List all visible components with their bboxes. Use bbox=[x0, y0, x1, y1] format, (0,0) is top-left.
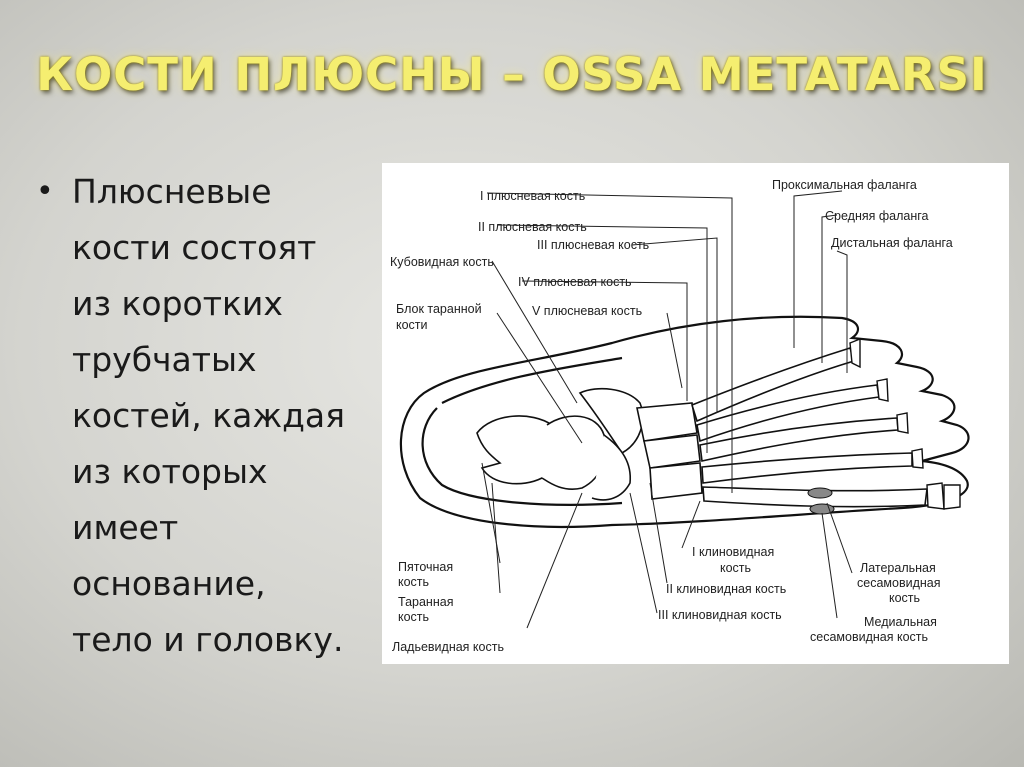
label-talus-block: Блок таранной bbox=[396, 302, 482, 316]
label-medial-sesamoid: Медиальная bbox=[864, 615, 937, 629]
label-metatarsal-2: II плюсневая кость bbox=[478, 220, 587, 234]
bullet-line: имеет bbox=[72, 508, 179, 547]
label-cuboid: Кубовидная кость bbox=[390, 255, 494, 269]
label-cuneiform-2: II клиновидная кость bbox=[666, 582, 786, 596]
bullet-marker: • bbox=[36, 174, 54, 209]
label-metatarsal-1: I плюсневая кость bbox=[480, 189, 585, 203]
label-talus: кость bbox=[398, 610, 429, 624]
bullet-line: из которых bbox=[72, 452, 268, 491]
label-distal-phalanx: Дистальная фаланга bbox=[831, 236, 953, 250]
bullet-line: костей, каждая bbox=[72, 396, 345, 435]
label-navicular: Ладьевидная кость bbox=[392, 640, 504, 654]
bullet-line: кости состоят bbox=[72, 228, 317, 267]
bullet-line: тело и головку. bbox=[72, 620, 344, 659]
label-talus-block: кости bbox=[396, 318, 428, 332]
phalanges bbox=[849, 337, 961, 510]
label-proximal-phalanx: Проксимальная фаланга bbox=[772, 178, 917, 192]
bullet-line: из коротких bbox=[72, 284, 283, 323]
label-cuneiform-1: кость bbox=[720, 561, 751, 575]
label-middle-phalanx: Средняя фаланга bbox=[825, 209, 929, 223]
label-cuneiform-3: III клиновидная кость bbox=[658, 608, 782, 622]
label-calcaneus: Пяточная bbox=[398, 560, 453, 574]
tarsal-bones bbox=[476, 387, 703, 501]
label-lateral-sesamoid: кость bbox=[889, 591, 920, 605]
foot-outline bbox=[399, 315, 970, 528]
bullet-line: Плюсневые bbox=[72, 172, 272, 211]
leader-lines bbox=[481, 190, 853, 629]
slide-title: КОСТИ ПЛЮСНЫ – OSSA METATARSI bbox=[36, 48, 988, 101]
bullet-line: трубчатых bbox=[72, 340, 257, 379]
label-calcaneus: кость bbox=[398, 575, 429, 589]
bullet-line: основание, bbox=[72, 564, 266, 603]
label-cuneiform-1: I клиновидная bbox=[692, 545, 774, 559]
label-lateral-sesamoid: Латеральная bbox=[860, 561, 936, 575]
foot-diagram: I плюсневая кость II плюсневая кость III… bbox=[382, 163, 1009, 664]
label-metatarsal-5: V плюсневая кость bbox=[532, 304, 642, 318]
label-metatarsal-3: III плюсневая кость bbox=[537, 238, 649, 252]
label-metatarsal-4: IV плюсневая кость bbox=[518, 275, 632, 289]
label-lateral-sesamoid: сесамовидная bbox=[857, 576, 941, 590]
diagram-labels: I плюсневая кость II плюсневая кость III… bbox=[390, 178, 953, 654]
label-talus: Таранная bbox=[398, 595, 453, 609]
bullet-text: Плюсневые кости состоят из коротких труб… bbox=[72, 164, 382, 668]
foot-diagram-svg: I плюсневая кость II плюсневая кость III… bbox=[390, 178, 970, 654]
metatarsal-bones bbox=[691, 346, 928, 508]
label-medial-sesamoid: сесамовидная кость bbox=[810, 630, 928, 644]
